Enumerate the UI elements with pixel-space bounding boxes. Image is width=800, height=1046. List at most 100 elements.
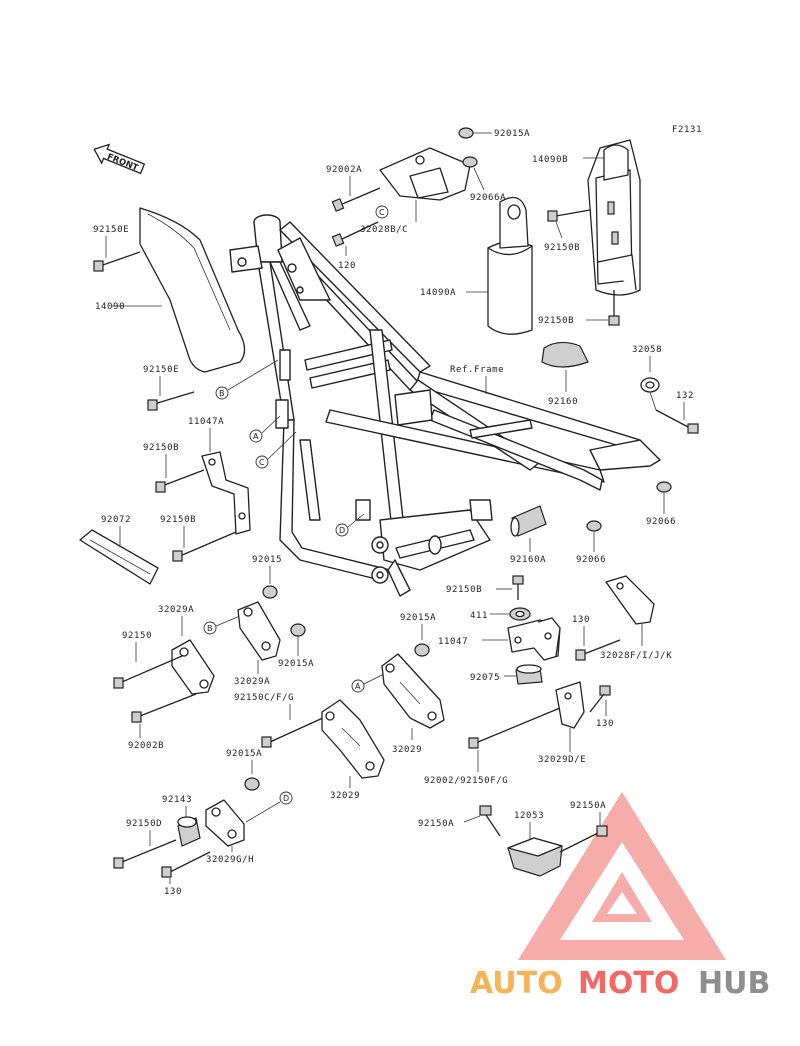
part-92015A-nut-top: 92015A [458,127,530,139]
part-number-label: 92015A [278,659,314,669]
part-number-label: 130 [596,719,614,729]
watermark-logo [518,792,726,960]
callout-letter: D [339,526,345,535]
part-92150A-bolt-a: 92150A [418,805,501,837]
front-arrow-icon: FRONT [93,143,146,175]
callout-letter: A [253,432,259,441]
part-number-label: 92150E [143,365,179,375]
part-130-bolt-a: 130 [572,615,621,661]
callout-b-lower: B [203,615,241,635]
callout-letter: C [259,458,265,467]
part-number-label: 32029D/E [538,755,586,765]
part-92150B-bolt-d: 92150B [160,515,237,562]
part-132-bolt: 132 [655,391,699,434]
main-frame [229,214,661,597]
part-number-label: 92075 [470,673,500,683]
part-number-label: 92150B [538,316,574,326]
svg-text:Ref.Frame: Ref.Frame [450,365,504,375]
part-32058-clip: 32058 [632,345,662,411]
part-32029DE-bracket: 32029D/E [538,681,586,765]
part-number-label: 32029 [392,745,422,755]
part-number-label: 92160 [548,397,578,407]
ref-frame-label: Ref.Frame [450,365,504,394]
part-11047-bracket: 11047 [438,617,561,661]
part-number-label: 92002/92150F/G [424,776,508,786]
part-92002B-bolt: 92002B [128,693,197,751]
part-92066-grommet-a: 92066 [646,481,676,527]
part-number-label: 92066A [470,193,506,203]
figure-code: F2131 [672,125,702,135]
part-92066A-grommet: 92066A [462,156,506,203]
part-number-label: 92015A [226,749,262,759]
part-number-label: 32058 [632,345,662,355]
callout-letter: B [207,624,213,633]
part-number-label: 92143 [162,795,192,805]
part-number-label: 92150A [418,819,454,829]
watermark-hub: HUB [698,966,770,1001]
part-11047A-bracket: 11047A [188,417,251,535]
part-92150A-bolt-b: 92150A [559,801,608,853]
part-number-label: 14090B [532,155,568,165]
part-130-bolt-b: 130 [589,685,614,729]
part-number-label: 92066 [646,517,676,527]
part-92015A-nut-c: 92015A [226,749,262,791]
part-14090-side-cover: 14090 [95,207,246,373]
part-number-label: 14090 [95,302,125,312]
part-92015A-nut-a: 92015A [278,623,314,669]
part-92015-nut: 92015 [252,555,282,599]
part-32029A-plate-a: 32029A [158,605,215,695]
part-120-bolt: 120 [331,221,379,271]
part-92150E-bolt-a: 92150E [93,225,141,272]
part-number-label: 92150A [570,801,606,811]
part-number-label: 32029 [330,791,360,801]
part-92160A-damper: 92160A [510,505,547,565]
part-number-label: 92150B [446,585,482,595]
part-14090A-battery: 14090A [420,196,533,335]
part-number-label: 11047A [188,417,224,427]
part-number-label: 12053 [514,811,544,821]
callout-d-lower: D [245,791,293,823]
watermark-moto: MOTO [578,966,679,1001]
part-32029-plate-a: 32029 [321,699,385,801]
callout-letter: D [283,794,289,803]
callout-letter: B [219,389,225,398]
part-number-label: 32028F/I/J/K [600,651,672,661]
callout-a-frame: A [249,415,281,443]
callout-c-upper: C [375,205,389,219]
part-number-label: 92002A [326,165,362,175]
part-number-label: 92160A [510,555,546,565]
part-number-label: 14090A [420,288,456,298]
part-number-label: 132 [676,391,694,401]
part-32028BC-bracket: 32028B/C [360,147,471,235]
part-number-label: 32029A [158,605,194,615]
part-92150-long-bolt: 92150 [113,631,183,689]
part-130-bolt-c: 130 [161,851,211,897]
part-number-label: 92150B [143,443,179,453]
part-number-label: 92150C/F/G [234,693,294,703]
part-32029-plate-b: 32029 [381,653,445,755]
part-411-washer: 411 [470,607,531,621]
part-92075-bushing: 92075 [470,664,543,685]
part-32029GH-plate: 32029G/H [205,799,254,865]
part-92150E-bolt-b: 92150E [143,365,195,411]
part-number-label: 92150E [93,225,129,235]
part-92150B-bolt-b: 92150B [538,290,620,326]
part-14090B-battery-case: 14090B [532,139,641,296]
part-92150D-bolt: 92150D [113,819,177,869]
part-number-label: 92015A [494,129,530,139]
part-number-label: 92015 [252,555,282,565]
part-92002A-bolt: 92002A [326,165,381,212]
part-number-label: 92150 [122,631,152,641]
callout-b-frame: B [215,359,279,400]
part-92150B-bolt-c: 92150B [143,443,205,493]
part-92150CFG-bolt: 92150C/F/G [234,693,337,748]
watermark-text: AUTO MOTO HUB [470,966,770,1001]
callout-c-frame: C [255,431,297,469]
part-number-label: 32029G/H [206,855,254,865]
part-number-label: 92150B [544,243,580,253]
part-32028FIJK-plate: 32028F/I/J/K [600,575,672,661]
part-number-label: 32029A [234,677,270,687]
part-number-label: 92002B [128,741,164,751]
part-number-label: 92015A [400,613,436,623]
